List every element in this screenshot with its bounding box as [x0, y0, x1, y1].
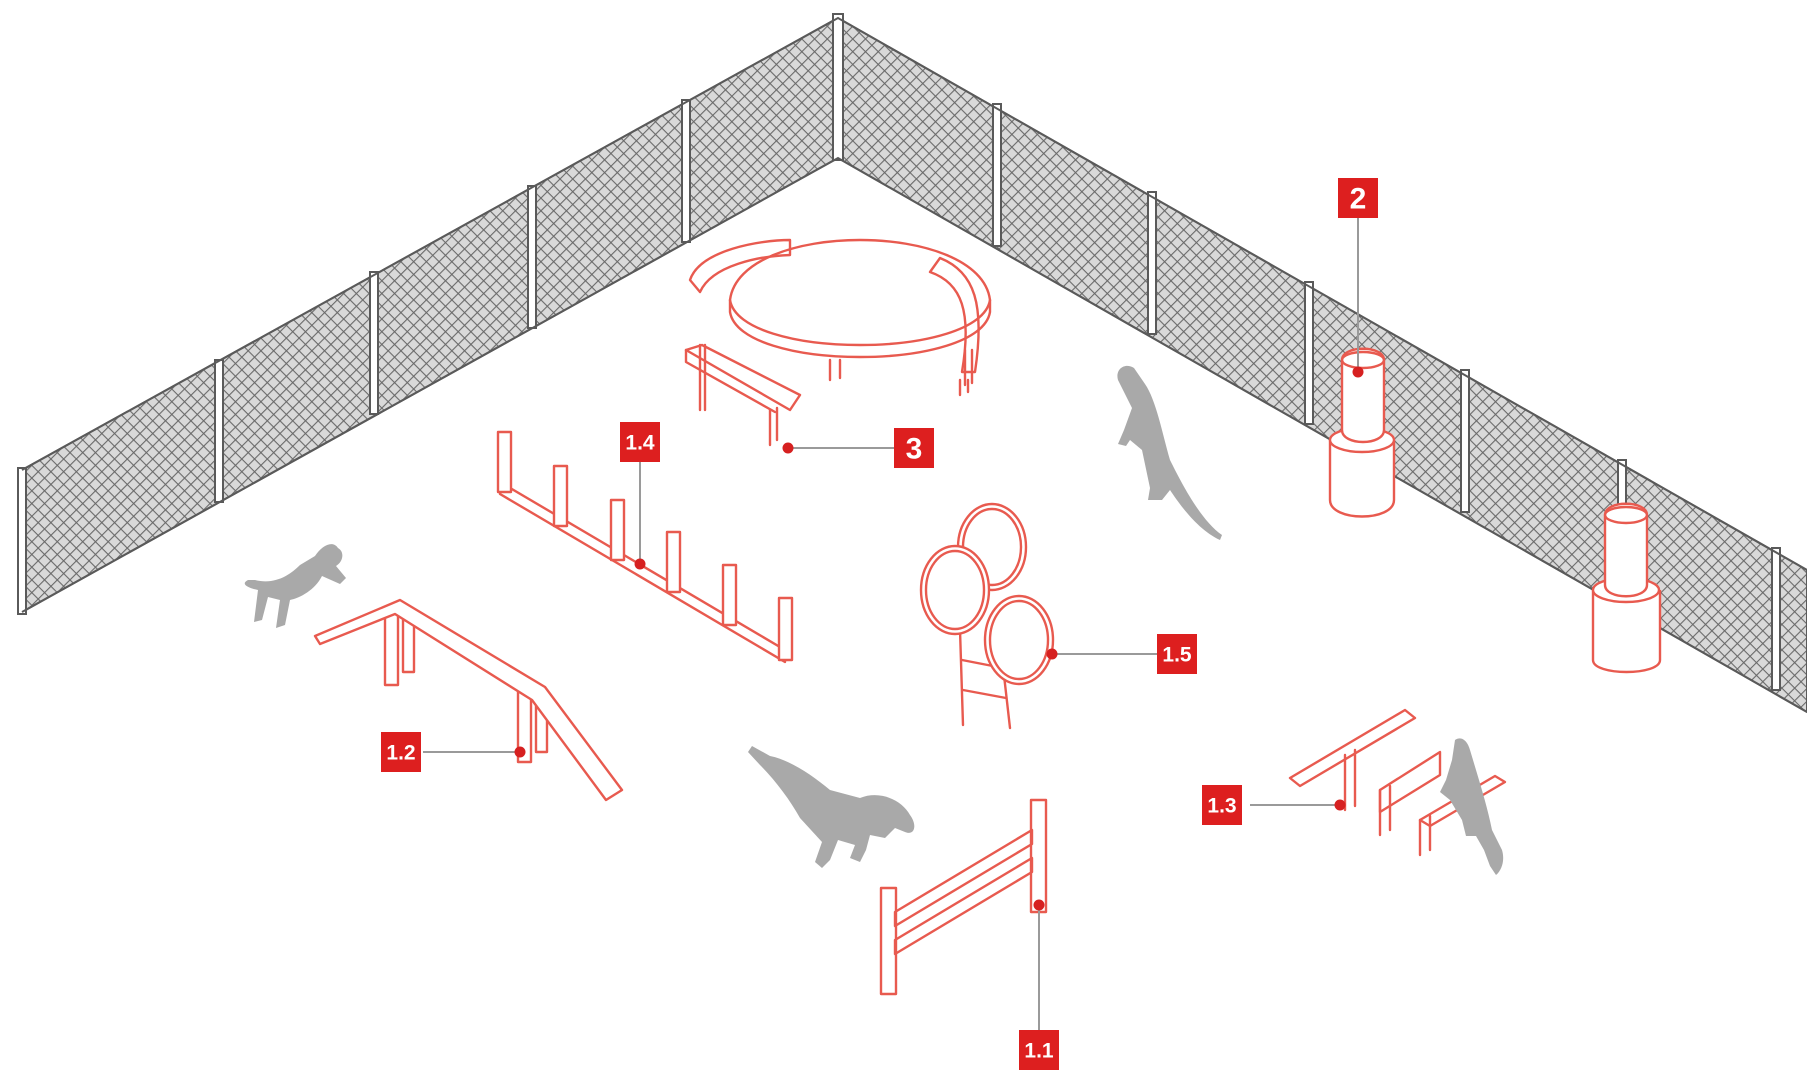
label-2-text: 2	[1350, 183, 1367, 216]
dog-sitting-icon	[1117, 366, 1222, 540]
label-tag-1-2: 1.2	[381, 732, 421, 772]
label-tag-1-5: 1.5	[1157, 634, 1197, 674]
label-3-text: 3	[906, 433, 923, 466]
label-tag-3: 3	[894, 428, 934, 468]
picnic-table	[686, 240, 990, 445]
fence-left-mesh	[22, 18, 838, 612]
label-tag-1-1: 1.1	[1019, 1030, 1059, 1070]
label-tag-1-3: 1.3	[1202, 785, 1242, 825]
label-1-4-text: 1.4	[625, 432, 655, 455]
dog-jumping-icon	[245, 544, 346, 628]
label-tag-1-4: 1.4	[620, 422, 660, 462]
dog-running-icon	[748, 746, 914, 868]
label-1-5-text: 1.5	[1162, 644, 1192, 667]
weave-poles	[498, 432, 792, 662]
label-1-3-text: 1.3	[1207, 795, 1236, 818]
label-tag-2: 2	[1338, 178, 1378, 218]
label-1-2-text: 1.2	[386, 742, 415, 765]
hoop-jump	[921, 504, 1053, 728]
dog-walk	[315, 600, 622, 800]
label-1-1-text: 1.1	[1024, 1040, 1054, 1063]
dog-climbing-icon	[1440, 738, 1503, 875]
